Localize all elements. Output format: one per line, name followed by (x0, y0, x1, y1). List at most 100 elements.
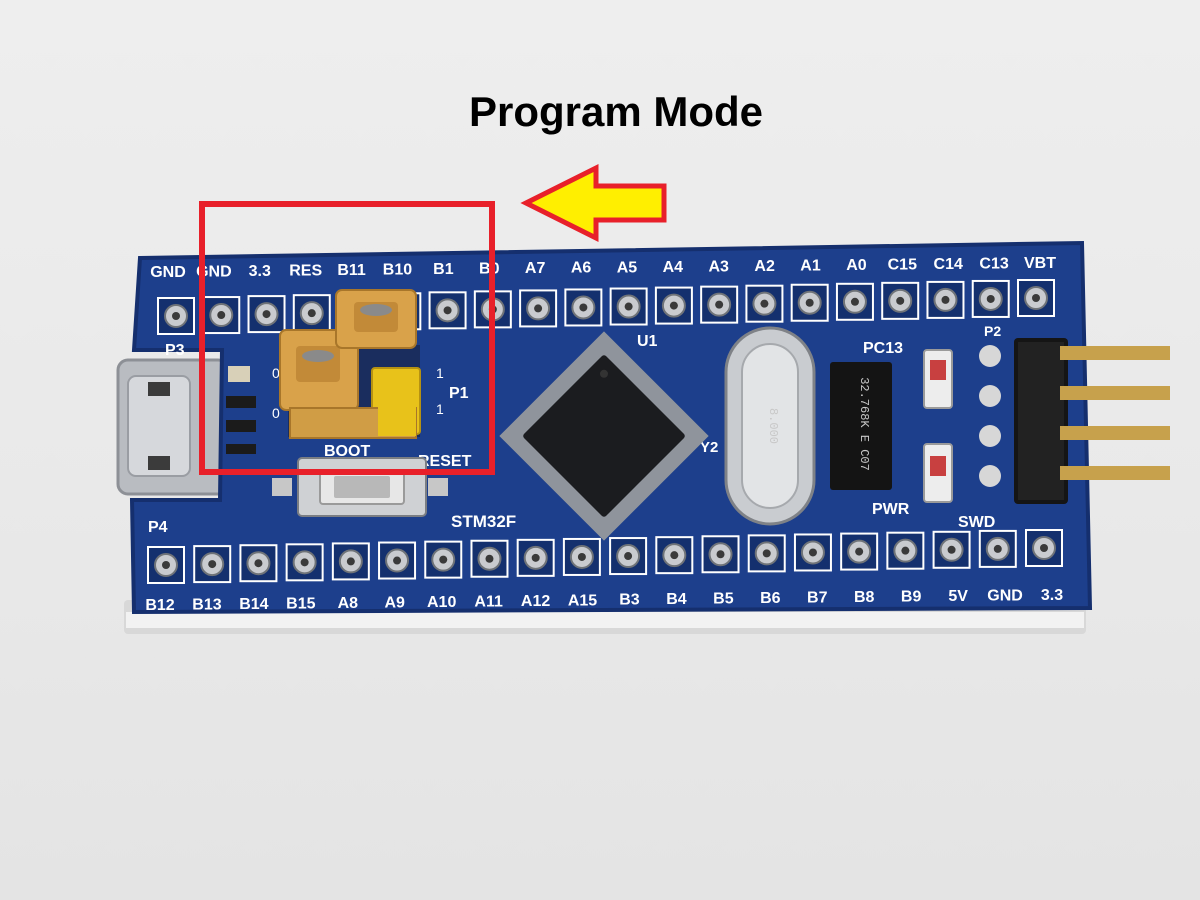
pin-label: C15 (888, 256, 917, 273)
label-jumper-0-top: 0 (272, 365, 280, 381)
header-pin-hole (1032, 294, 1040, 302)
header-pin-hole (531, 553, 540, 562)
label-p1: P1 (449, 385, 469, 402)
pin-label: A10 (427, 594, 456, 611)
label-jumper-0-bottom: 0 (272, 405, 280, 421)
pin-label: B4 (666, 591, 687, 608)
swd-header (979, 338, 1170, 504)
header-pin-hole (941, 295, 950, 304)
boot-jumper-block (279, 289, 421, 439)
header-pin-hole (993, 544, 1002, 553)
label-p4: P4 (148, 519, 168, 536)
rtc-crystal-marking: 32.768K E C07 (857, 377, 871, 471)
reset-button (272, 457, 448, 517)
label-pwr: PWR (872, 501, 910, 518)
pin-label: A4 (663, 259, 684, 276)
pin-label: A12 (521, 593, 550, 610)
label-y2: Y2 (700, 439, 718, 456)
mcu-chip (499, 331, 709, 541)
header-pin-hole (172, 312, 180, 320)
usb-port (127, 375, 191, 477)
board-edge (126, 612, 1084, 628)
header-pin-hole (208, 560, 217, 569)
pin-label: A5 (617, 259, 638, 276)
label-p3: P3 (165, 342, 185, 359)
pin-label: VBT (1024, 255, 1056, 272)
pin-label: B13 (192, 596, 221, 613)
pin-label: 5V (948, 588, 968, 605)
pin-label: B12 (145, 597, 174, 614)
header-pin-hole (947, 545, 956, 554)
label-swd: SWD (958, 514, 995, 531)
pin-label: RES (289, 263, 322, 280)
pin-label: A0 (846, 257, 867, 274)
header-pin-hole (808, 548, 817, 557)
pin-label: GND (196, 264, 232, 281)
header-pin-hole (670, 551, 679, 560)
pin-label: GND (987, 588, 1023, 605)
pin-label: GND (150, 264, 186, 281)
pin-label: B15 (286, 595, 315, 612)
highlight-box (199, 201, 495, 475)
header-pin-hole (669, 301, 678, 310)
pin-label: B3 (619, 592, 640, 609)
label-jumper-1-top: 1 (436, 365, 444, 381)
header-pin-hole (716, 550, 725, 559)
pin-label: A15 (568, 592, 597, 609)
pin-label: A9 (385, 594, 406, 611)
header-pin-hole (579, 303, 588, 312)
label-u1: U1 (637, 333, 658, 350)
header-pin-hole (715, 300, 724, 309)
header-pin-hole (624, 302, 633, 311)
pin-label: B8 (854, 589, 875, 606)
crystal-marking: 8.000 (766, 408, 780, 444)
label-reset: RESET (418, 453, 472, 470)
pin-label: 3.3 (249, 263, 271, 280)
pin-label: A6 (571, 260, 592, 277)
pin-label: C14 (934, 256, 963, 273)
caption-program-mode: Program Mode (468, 88, 764, 135)
header-pin-hole (850, 297, 859, 306)
pin-label: A3 (709, 258, 730, 275)
header-pin-hole (577, 552, 586, 561)
pin-label: A11 (474, 593, 503, 610)
pin-label: B9 (901, 589, 922, 606)
pin-label: A2 (754, 258, 775, 275)
pin-label: B5 (713, 591, 734, 608)
arrow-left (520, 163, 667, 243)
header-pin-hole (534, 304, 543, 313)
label-boot: BOOT (324, 443, 370, 460)
pin-label: B14 (239, 596, 268, 613)
header-pin-hole (896, 296, 905, 305)
header-pin-hole (439, 555, 448, 564)
pin-label: 3.3 (1041, 587, 1063, 604)
header-pin-hole (760, 299, 769, 308)
header-pin-hole (901, 546, 910, 555)
header-pin-hole (262, 310, 271, 319)
header-pin-hole (443, 306, 452, 315)
header-pin-hole (805, 298, 814, 307)
header-pin-hole (485, 554, 494, 563)
smd-components (226, 366, 256, 454)
header-pin-hole (254, 559, 263, 568)
header-pin-hole (762, 549, 771, 558)
pin-label: B10 (383, 262, 412, 279)
label-jumper-1-bottom: 1 (436, 401, 444, 417)
bottom-header-pins (147, 529, 1063, 584)
header-pin-hole (346, 557, 355, 566)
header-pin-hole (217, 311, 226, 320)
pin-label: B1 (433, 261, 454, 278)
pin-label: A7 (525, 260, 546, 277)
rtc-crystal: 32.768K E C07 (830, 362, 892, 490)
header-pin-hole (855, 547, 864, 556)
pin-label: B11 (337, 262, 366, 279)
header-pin-hole (393, 556, 402, 565)
pin-label: A1 (800, 257, 821, 274)
label-pc13: PC13 (863, 340, 903, 357)
pin-label: A8 (338, 595, 359, 612)
header-pin-hole (162, 561, 170, 569)
header-pin-hole (300, 558, 309, 567)
